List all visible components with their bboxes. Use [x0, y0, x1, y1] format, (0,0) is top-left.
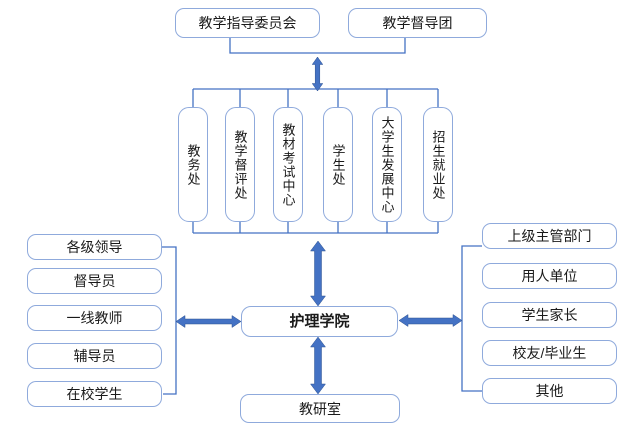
arrow-center-up	[310, 240, 326, 307]
node-others: 其他	[482, 378, 617, 404]
node-student-development-center: 大学生发展中心	[372, 107, 402, 222]
arrow-left	[175, 315, 242, 328]
node-teaching-supervision-evaluation-office: 教学督评处	[225, 107, 255, 222]
node-textbook-exam-center: 教材考试中心	[273, 107, 303, 222]
node-counselors: 辅导员	[27, 343, 162, 369]
double-arrows	[175, 56, 463, 395]
node-admissions-employment-office: 招生就业处	[423, 107, 453, 222]
node-teaching-research-office: 教研室	[240, 394, 400, 423]
node-student-parents: 学生家长	[482, 302, 617, 328]
node-superior-departments: 上级主管部门	[482, 223, 617, 249]
node-frontline-teachers: 一线教师	[27, 305, 162, 331]
node-supervisors: 督导员	[27, 268, 162, 294]
node-academic-affairs-office: 教务处	[178, 107, 208, 222]
node-nursing-college: 护理学院	[241, 306, 398, 337]
node-student-affairs-office: 学生处	[323, 107, 353, 222]
node-current-students: 在校学生	[27, 381, 162, 407]
node-teaching-supervision-group: 教学督导团	[348, 8, 487, 38]
arrow-right	[398, 314, 463, 327]
node-alumni-graduates: 校友/毕业生	[482, 340, 617, 366]
node-employers: 用人单位	[482, 263, 617, 289]
arrow-center-down	[310, 336, 326, 395]
arrow-top-small	[311, 56, 324, 92]
node-leaders-all-levels: 各级领导	[27, 234, 162, 260]
node-teaching-guidance-committee: 教学指导委员会	[175, 8, 320, 38]
